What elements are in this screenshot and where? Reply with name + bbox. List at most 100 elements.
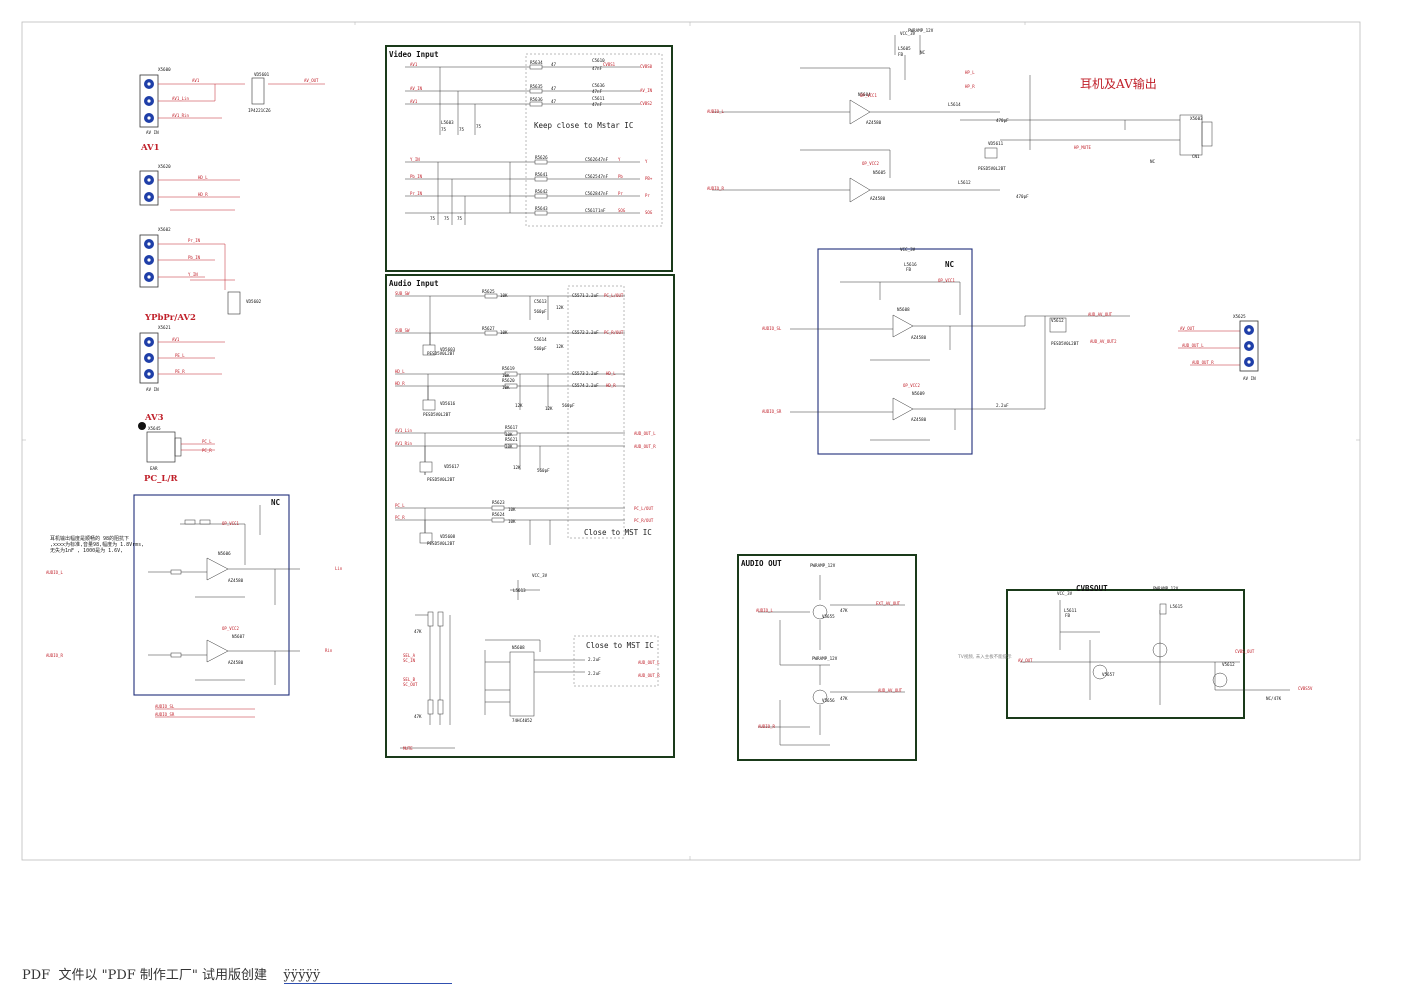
net-av1-video-2: AV1	[410, 99, 418, 104]
audio-out-circuit	[758, 575, 905, 746]
net-pr-out: Pr	[645, 193, 650, 198]
label-opamp-5: AZ4580	[911, 335, 927, 340]
label-l5616: L5616	[904, 262, 917, 267]
net-pe-r-conn: PE_R	[175, 369, 185, 374]
val-mux-c2: 2.2uF	[588, 671, 601, 676]
label-tvs-3: PESD5V0L2BT	[427, 477, 455, 482]
net-hp-mute: HP_MUTE	[1074, 145, 1091, 150]
val-c5626: 47nF	[598, 157, 609, 162]
net-audio-sl: AUDIO_SL	[155, 704, 175, 709]
label-r5624: R5624	[492, 512, 505, 517]
label-n5608: N5608	[512, 645, 525, 650]
label-tvs-hp: PESD5V0L2BT	[978, 166, 1006, 171]
net-lin: Lin	[335, 566, 343, 571]
label-x5603: X5603	[1190, 116, 1203, 121]
net-pwm-12v-hp: PWRAMP_12V	[908, 28, 934, 33]
val-r5624: 10K	[508, 519, 516, 524]
label-n5604: N5604	[858, 92, 871, 97]
label-c5610: C5610	[592, 58, 605, 63]
label-r5620: R5620	[502, 378, 515, 383]
section-headphone-av-out: 耳机及AV输出	[1080, 76, 1157, 91]
net-op-vcc1-left: OP_VCC1	[222, 521, 239, 526]
val-c5573: 2.2uF	[586, 371, 599, 376]
block-nc-mid	[817, 248, 973, 455]
label-r5635: R5635	[530, 84, 543, 89]
label-r5627: R5627	[482, 326, 495, 331]
net-pr-in: Pr_IN	[410, 191, 423, 196]
label-av-in-2: AV IN	[146, 387, 159, 392]
val-c5572: 2.2uF	[586, 330, 599, 335]
net-av-out-right: AV_OUT	[1180, 326, 1195, 331]
label-c5571: C5571	[572, 293, 585, 298]
label-74hc4052: 74HC4052	[512, 718, 533, 723]
net-pb-in-conn: Pb_IN	[188, 255, 201, 260]
label-c5613: C5613	[534, 299, 547, 304]
net-hd-l-conn: HD_L	[198, 175, 208, 180]
hp-amp-circuit	[712, 35, 1213, 333]
val-c5636: 47nF	[592, 89, 603, 94]
net-audio-l-hp: AUDIO_L	[707, 109, 724, 114]
frame-ticks	[22, 22, 1360, 860]
val-r5622: 12K	[556, 305, 564, 310]
label-opamp-6: AZ4580	[911, 417, 927, 422]
net-pwm-12v-cvbs: PWRAMP_12V	[1153, 586, 1179, 591]
net-aud-out-r-right: AUD_OUT_R	[1192, 360, 1214, 365]
comment-keep-close: Keep close to Mstar IC	[534, 121, 633, 130]
block-nc-mid-title: NC	[945, 260, 954, 269]
label-vd5617: VD5617	[444, 464, 460, 469]
net-hd-l-out: HD_L	[606, 371, 616, 376]
note-headphone-1: 耳机输出幅度是顺畅的 98的阻抗下	[50, 535, 129, 542]
val-r-nc47k: NC/47K	[1266, 696, 1282, 701]
label-opamp-4: AZ4580	[870, 196, 886, 201]
wires-pc-lr	[181, 443, 215, 451]
val-r5634: 47	[551, 62, 557, 67]
block-cvbsout	[1006, 589, 1245, 719]
net-aud-av-out2: AUD_AV_OUT2	[1090, 339, 1117, 344]
label-vd5603: VD5603	[440, 347, 456, 352]
net-pc-r-aud: PC_R	[395, 515, 405, 520]
net-ext-av-out: EXT_AV_OUT	[876, 601, 901, 606]
net-audio-r-left: AUDIO_R	[46, 653, 63, 658]
net-op-vcc2-mid: OP_VCC2	[903, 383, 920, 388]
label-vd5601: VD5601	[254, 72, 270, 77]
label-ip4221-1: IP4221CZ6	[248, 108, 271, 113]
val-c5625: 47nF	[598, 174, 609, 179]
block-audio-out-title: AUDIO OUT	[741, 559, 782, 568]
val-c5610: 47nF	[592, 66, 603, 71]
net-sog-out: SOG	[645, 210, 653, 215]
val-ypbpr-term-2: 75	[444, 216, 450, 221]
label-x5621: X5621	[158, 325, 171, 330]
label-c5626: C5626	[585, 157, 598, 162]
opamp-n5606-circuit	[148, 505, 300, 685]
net-pb-in: Pb_IN	[410, 174, 423, 179]
net-vcc-3v-mid: VCC_3V	[900, 247, 916, 252]
net-pc-l-conn: PC_L	[202, 439, 212, 444]
label-opamp-2: AZ4580	[228, 660, 244, 665]
label-c5628: C5628	[585, 191, 598, 196]
net-vcc-3v-hp: VCC_3V	[900, 31, 916, 36]
label-ear: EAR	[150, 466, 158, 471]
net-av-out-1: AV_OUT	[304, 78, 319, 83]
wires-bottom-left	[155, 708, 255, 718]
net-hp-l: HP_L	[965, 70, 975, 75]
val-c-mid: 2.2uF	[996, 403, 1009, 408]
net-sc-aud-r: AUD_OUT_R	[638, 673, 660, 678]
net-pc-rout: PC_R/OUT	[634, 518, 654, 523]
net-audio-l-left: AUDIO_L	[46, 570, 63, 575]
val-ypbpr-term-1: 75	[430, 216, 436, 221]
val-r5636: 47	[551, 99, 557, 104]
label-vd5611: VD5611	[988, 141, 1004, 146]
val-c5571: 2.2uF	[586, 293, 599, 298]
label-r5636: R5636	[530, 97, 543, 102]
val-r5635b: 12K	[556, 344, 564, 349]
val-r5623: 10K	[508, 507, 516, 512]
val-r5627: 10K	[500, 330, 508, 335]
label-r5619: R5619	[502, 366, 515, 371]
val-r5619: 10K	[502, 373, 510, 378]
wires-av1	[158, 83, 325, 119]
label-cn1: CN1	[1192, 154, 1200, 159]
net-mute: MUTE	[403, 746, 413, 751]
nc-mid-circuit	[790, 281, 1130, 441]
net-audio-r-hp: AUDIO_R	[707, 186, 724, 191]
net-side-aud-l: SUB_SW	[395, 291, 410, 296]
